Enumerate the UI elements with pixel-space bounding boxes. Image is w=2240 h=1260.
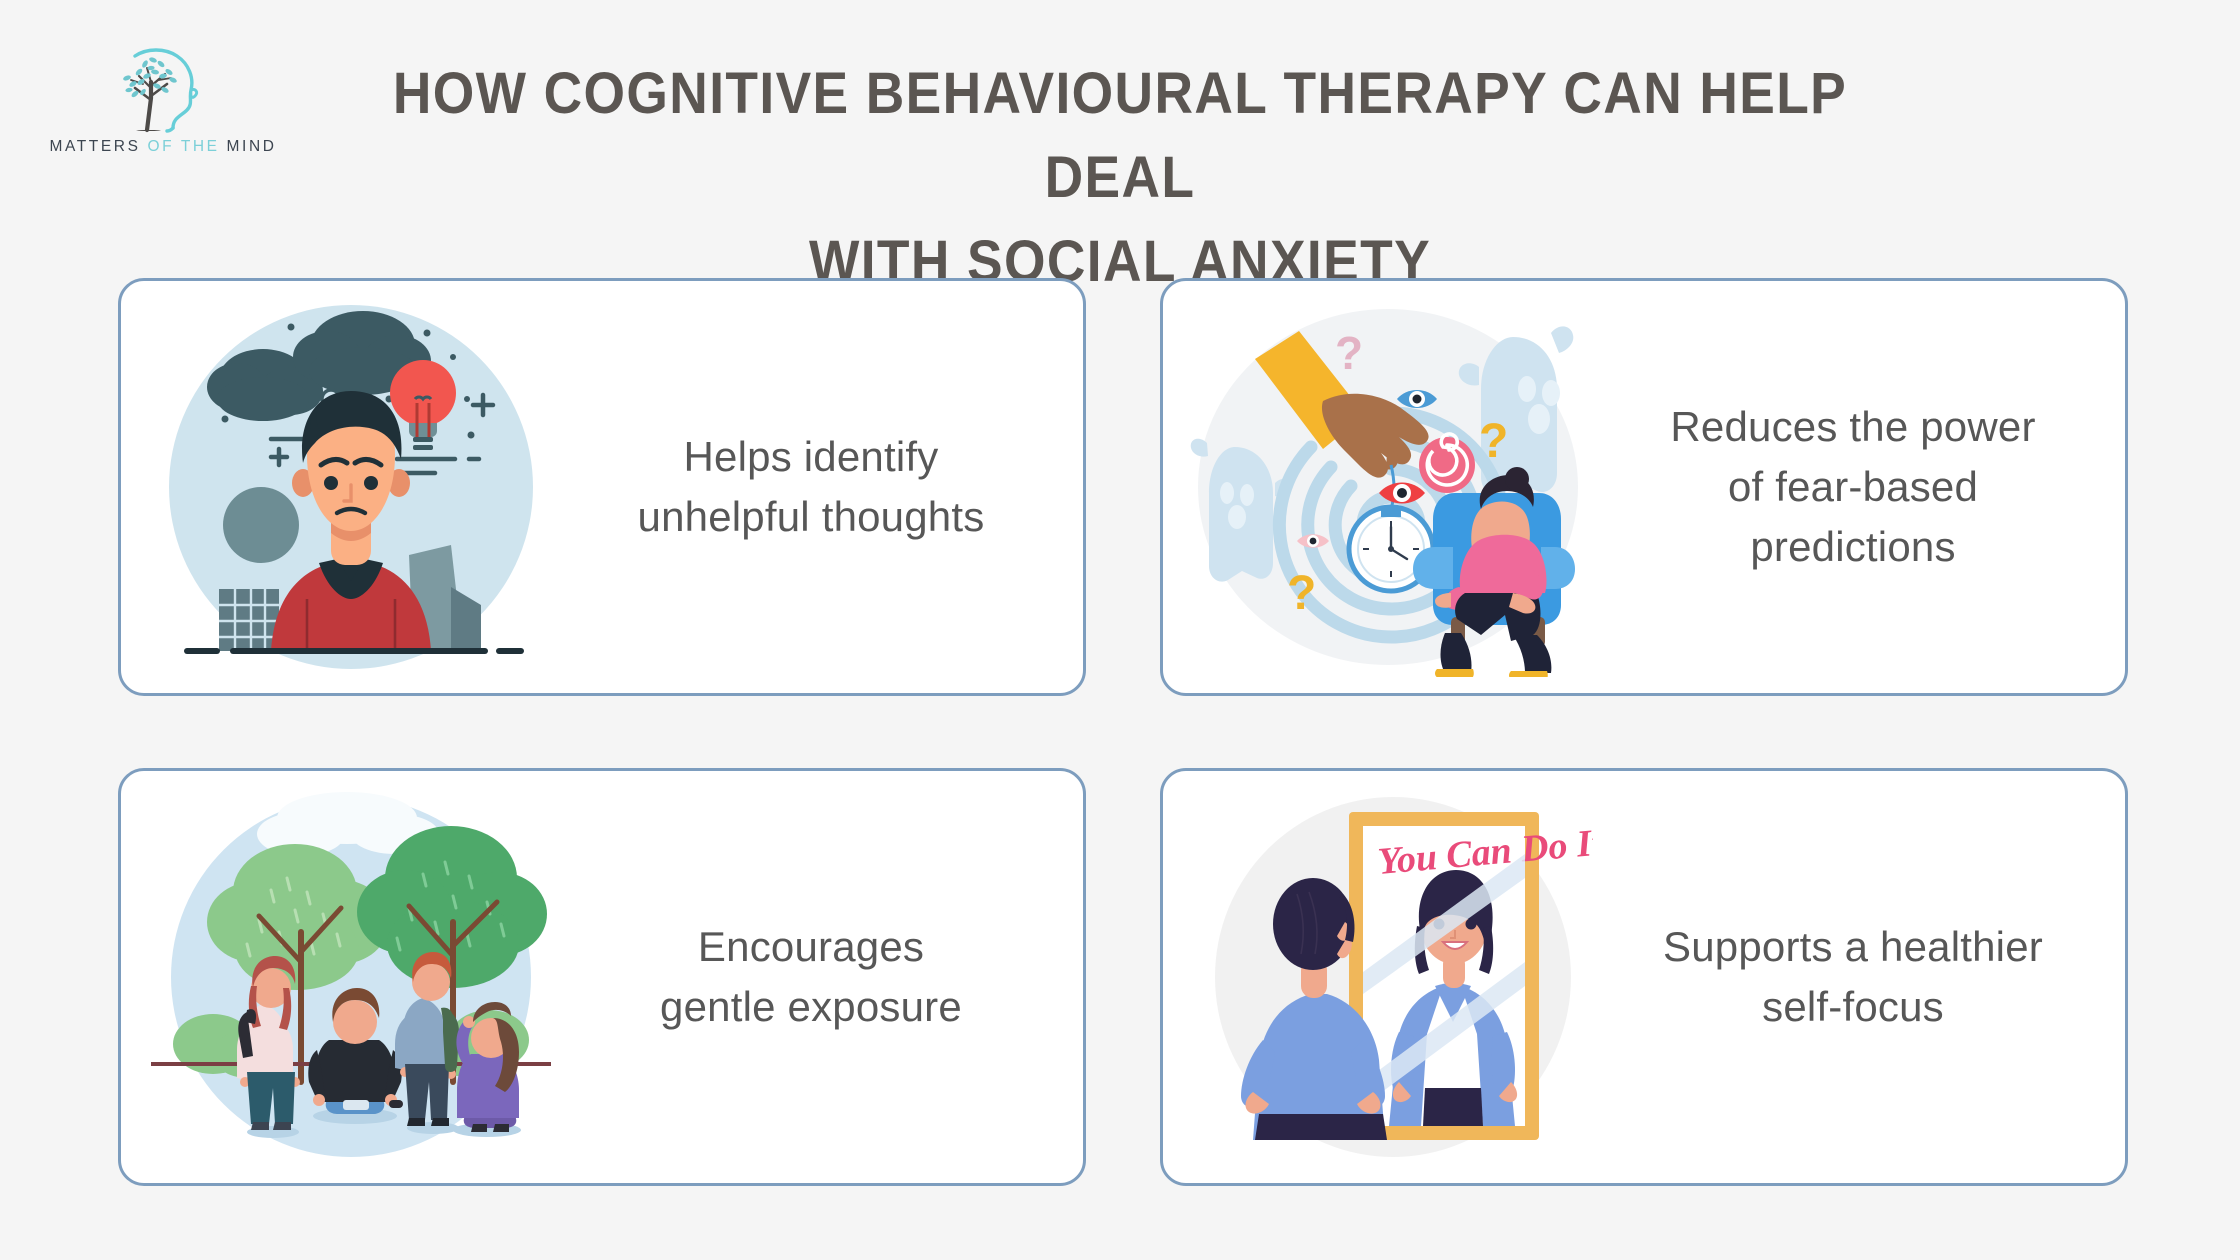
card-encourages-gentle-exposure: Encourages gentle exposure — [118, 768, 1086, 1186]
illustration-woman-at-mirror: You Can Do It! — [1163, 771, 1623, 1183]
card-3-text: Encourages gentle exposure — [581, 917, 1083, 1037]
brand-word-mind: MIND — [226, 138, 277, 155]
illustration-sad-man-thought-clouds — [121, 281, 581, 693]
card-1-line-2: unhelpful thoughts — [637, 493, 985, 540]
card-supports-a-healthier-self-focus: You Can Do It! — [1160, 768, 2128, 1186]
title-heading: HOW COGNITIVE BEHAVIOURAL THERAPY CAN HE… — [329, 52, 1911, 304]
card-4-text: Supports a healthier self-focus — [1623, 917, 2125, 1037]
brand-logo: MATTERS OF THE MIND — [48, 38, 278, 168]
card-4-line-1: Supports a healthier — [1663, 923, 2043, 970]
card-helps-identify-unhelpful-thoughts: Helps identify unhelpful thoughts — [118, 278, 1086, 696]
title-line-1: HOW COGNITIVE BEHAVIOURAL THERAPY CAN HE… — [392, 61, 1848, 210]
card-2-text: Reduces the power of fear-based predicti… — [1623, 397, 2125, 577]
page-title: HOW COGNITIVE BEHAVIOURAL THERAPY CAN HE… — [260, 52, 1980, 304]
card-1-text: Helps identify unhelpful thoughts — [581, 427, 1083, 547]
brand-word-of-the: OF THE — [147, 138, 220, 155]
card-3-line-1: Encourages — [697, 923, 925, 970]
card-3-line-2: gentle exposure — [660, 983, 962, 1030]
card-2-line-3: predictions — [1750, 523, 1956, 570]
card-2-line-2: of fear-based — [1727, 463, 1979, 510]
card-1-line-1: Helps identify — [683, 433, 939, 480]
header: MATTERS OF THE MIND HOW COGNITIVE BEHAVI… — [0, 0, 2240, 294]
svg-text:?: ? — [1479, 415, 1508, 468]
card-2-line-1: Reduces the power — [1670, 403, 2036, 450]
svg-text:?: ? — [1335, 327, 1363, 379]
benefit-card-grid: Helps identify unhelpful thoughts — [118, 278, 2128, 1186]
svg-text:?: ? — [1287, 567, 1316, 620]
illustration-hypnosis-watch-ghosts: ? ? ? — [1163, 281, 1623, 693]
illustration-people-in-park — [121, 771, 581, 1183]
card-4-line-2: self-focus — [1762, 983, 1944, 1030]
tree-head-profile-icon — [123, 48, 199, 133]
brand-wordmark: MATTERS OF THE MIND — [49, 138, 276, 156]
brand-word-matters: MATTERS — [49, 138, 141, 155]
card-reduces-power-of-fear-based-predictions: ? ? ? — [1160, 278, 2128, 696]
